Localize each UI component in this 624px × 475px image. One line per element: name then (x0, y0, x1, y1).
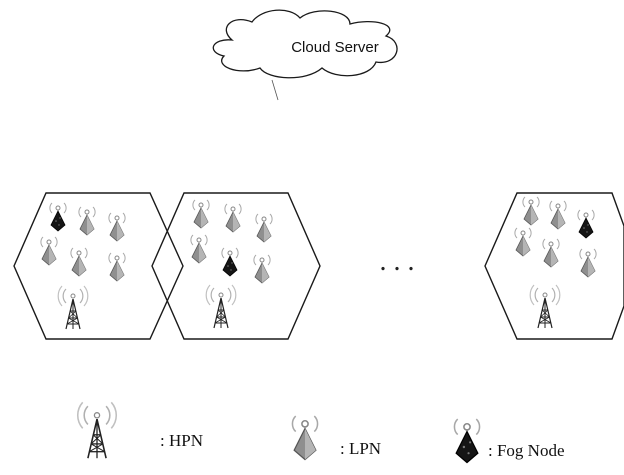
ellipsis: . . . (380, 246, 415, 277)
hpn-icon (57, 285, 89, 330)
legend-lpn: : LPN (291, 415, 381, 461)
cell-1 (13, 192, 184, 340)
hpn-icon (529, 284, 561, 329)
legend-lpn-label: : LPN (340, 439, 381, 458)
lpn-icon (108, 252, 126, 282)
lpn-icon (522, 196, 540, 226)
fog-node-icon (49, 202, 67, 232)
cloud-tail (271, 79, 279, 101)
lpn-icon (549, 200, 567, 230)
fog-node-icon (453, 418, 481, 464)
cell-2 (151, 192, 321, 340)
lpn-icon (78, 206, 96, 236)
lpn-icon (514, 227, 532, 257)
lpn-icon (291, 415, 319, 461)
cloud-shape (212, 9, 398, 79)
legend-hpn: : HPN (76, 401, 203, 459)
legend-hpn-label: : HPN (160, 431, 203, 450)
cell-hexagon (151, 192, 321, 340)
lpn-icon (579, 248, 597, 278)
lpn-icon (190, 234, 208, 264)
lpn-icon (192, 199, 210, 229)
fog-node-icon (221, 247, 239, 277)
cell-n (484, 192, 624, 340)
cloud-server: Cloud Server (212, 9, 398, 101)
lpn-icon (224, 203, 242, 233)
fog-node-icon (577, 209, 595, 239)
lpn-icon (542, 238, 560, 268)
lpn-icon (253, 254, 271, 284)
cloud-label: Cloud Server (291, 39, 379, 56)
cell-hexagon (13, 192, 184, 340)
lpn-icon (108, 212, 126, 242)
lpn-icon (40, 236, 58, 266)
hpn-icon (76, 401, 118, 459)
legend-fog-label: : Fog Node (488, 441, 565, 460)
lpn-icon (255, 213, 273, 243)
legend-fog: : Fog Node (453, 418, 565, 464)
cell-hexagon (484, 192, 624, 340)
lpn-icon (70, 247, 88, 277)
legend: : HPN : LPN : Fog Node (76, 401, 565, 464)
hpn-icon (205, 284, 237, 329)
